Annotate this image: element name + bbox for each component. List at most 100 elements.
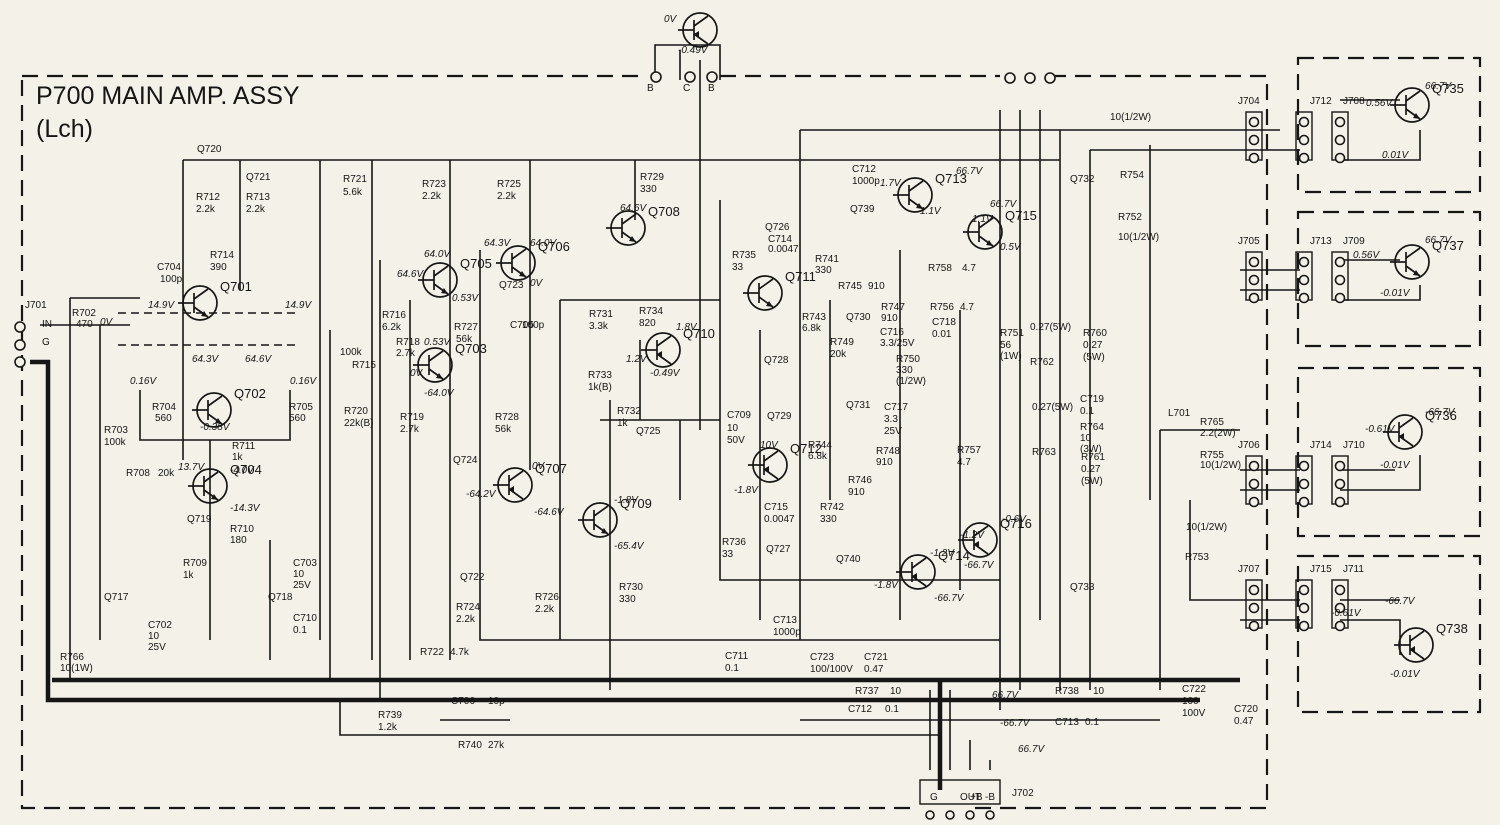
voltage-label: 0.01V	[1382, 150, 1409, 161]
component-label: R737	[855, 686, 879, 697]
transistor-q735: Q735	[1390, 81, 1464, 123]
component-label: R727	[454, 322, 478, 333]
voltage-label: 1.8V	[676, 322, 698, 333]
voltage-label: -65.4V	[614, 541, 645, 552]
component-label: R739	[378, 710, 402, 721]
component-label: G	[42, 337, 50, 348]
component-label: 4.7k	[450, 647, 470, 658]
transistor-q708: Q708	[606, 204, 680, 246]
transistor-q705: Q705	[418, 256, 492, 298]
transistor-label: Q736	[1425, 408, 1457, 423]
voltage-label: 10V	[760, 440, 779, 451]
component-label: R756	[930, 302, 954, 313]
component-label: 10(1/2W)	[1110, 112, 1151, 123]
component-label: R732	[617, 406, 641, 417]
component-label: 0.1	[885, 704, 899, 715]
component-label: Q732	[1070, 174, 1095, 185]
component-label: 4.7	[960, 302, 974, 313]
transistor-label: Q716	[1000, 516, 1032, 531]
voltage-label: 14.9V	[148, 300, 175, 311]
component-label: C	[683, 83, 690, 94]
voltage-label: 66.7V	[992, 690, 1019, 701]
transistor-q701: Q701	[178, 279, 252, 321]
component-label: 910	[876, 457, 893, 468]
transistor-q738: Q738	[1394, 621, 1468, 663]
voltage-label: -1.8V	[614, 495, 639, 506]
transistor-label: Q735	[1432, 81, 1464, 96]
diagram-title: P700 MAIN AMP. ASSY	[36, 82, 300, 110]
connector-block	[1331, 579, 1349, 632]
voltage-label: 13.7V	[178, 462, 205, 473]
component-label: 0.27(5W)	[1030, 322, 1071, 333]
component-label: J708	[1343, 96, 1365, 107]
transistor-q712: Q712	[748, 441, 822, 483]
component-label: R711	[232, 441, 256, 452]
component-label: 10p	[488, 696, 505, 707]
component-label: R743	[802, 312, 826, 323]
component-label: R757	[957, 445, 981, 456]
voltage-label: 64.0V	[424, 249, 451, 260]
connector-block	[1245, 111, 1263, 164]
voltage-label: 66.7V	[990, 199, 1017, 210]
transistor-q711: Q711	[743, 269, 816, 311]
voltage-label: 0.5V	[1000, 242, 1022, 253]
ground-bus	[30, 359, 1240, 790]
component-label: R709	[183, 558, 207, 569]
wiring	[40, 44, 1421, 770]
component-label: 3.3	[884, 414, 898, 425]
component-label: Q731	[846, 400, 871, 411]
component-label: C706	[451, 696, 475, 707]
voltage-label: 66.7V	[1018, 744, 1045, 755]
component-label: C718	[932, 317, 956, 328]
component-label: 100k	[104, 437, 127, 448]
component-label: C709	[727, 410, 751, 421]
component-label: 560	[155, 413, 172, 424]
voltage-label: 64.3V	[484, 238, 511, 249]
connector-block	[1295, 251, 1313, 304]
voltage-label: 64.3V	[192, 354, 219, 365]
component-label: 1000p	[773, 627, 801, 638]
connector-blocks	[1245, 111, 1349, 632]
component-label: (1/2W)	[896, 376, 926, 387]
component-label: R721	[343, 174, 367, 185]
board-outline	[20, 74, 1269, 810]
component-label: 2.2k	[456, 614, 476, 625]
output-module-q738	[1296, 554, 1482, 714]
component-label: 3.3k	[589, 321, 609, 332]
component-label: R747	[881, 302, 905, 313]
transistor-label: Q707	[535, 461, 567, 476]
component-label: J714	[1310, 440, 1332, 451]
component-label: 33	[732, 262, 744, 273]
diagram-subtitle: (Lch)	[36, 115, 93, 143]
component-label: J711	[1343, 564, 1364, 575]
voltage-label: -64.0V	[424, 388, 455, 399]
component-label: J713	[1310, 236, 1332, 247]
voltage-label: -0.38V	[200, 422, 231, 433]
component-label: J712	[1310, 96, 1332, 107]
component-label: C713	[1055, 717, 1079, 728]
component-label: 10	[1093, 686, 1105, 697]
transistor-q704: Q704	[188, 462, 262, 504]
component-label: 2.7k	[400, 424, 420, 435]
component-label: R752	[1118, 212, 1142, 223]
transistor-label: Q706	[538, 239, 570, 254]
voltage-label: -66.7V	[1385, 596, 1416, 607]
component-label: C717	[884, 402, 908, 413]
component-label: B	[708, 83, 715, 94]
transistor-label: Q712	[790, 441, 822, 456]
component-label: 0.1	[293, 625, 307, 636]
component-label: 0.47	[864, 664, 884, 675]
voltage-label: 0.53V	[424, 337, 451, 348]
voltage-label: -14.3V	[230, 503, 261, 514]
component-label: R703	[104, 425, 128, 436]
component-label: 2.2k	[497, 191, 517, 202]
component-label: R729	[640, 172, 664, 183]
voltage-label: 66.7V	[956, 166, 983, 177]
component-label: C719	[1080, 394, 1104, 405]
component-label: Q727	[766, 544, 791, 555]
voltage-label: 1.7V	[880, 178, 902, 189]
component-label: J705	[1238, 236, 1260, 247]
component-label: C720	[1234, 704, 1258, 715]
component-label: J707	[1238, 564, 1260, 575]
voltage-label: 0.56V	[1366, 98, 1393, 109]
